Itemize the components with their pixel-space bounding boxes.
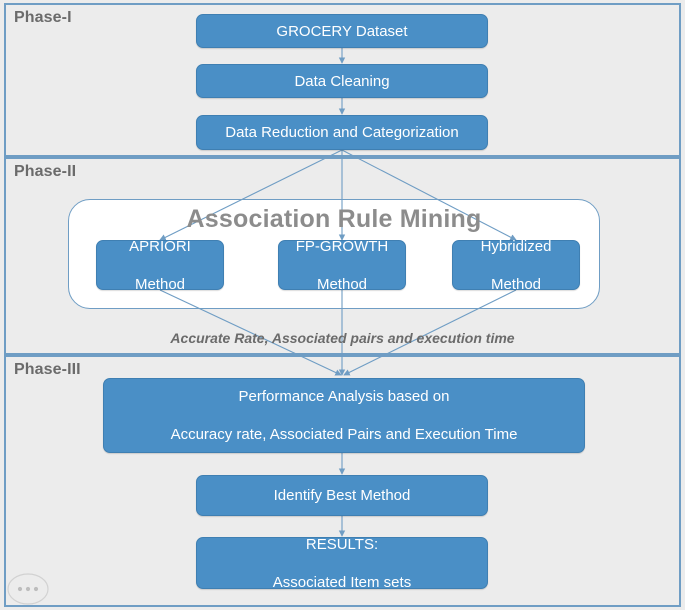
fp-growth-method-node[interactable]: FP-GROWTH Method — [278, 237, 406, 293]
results-label-line2: Associated Item sets — [272, 573, 412, 591]
performance-analysis-node[interactable]: Performance Analysis based on Accuracy r… — [103, 378, 585, 453]
ellipsis-watermark-icon — [7, 573, 49, 605]
grocery-dataset-node[interactable]: GROCERY Dataset — [196, 14, 488, 48]
phase-3-label: Phase-III — [14, 361, 81, 378]
metrics-caption: Accurate Rate, Associated pairs and exec… — [170, 330, 515, 346]
data-reduction-label: Data Reduction and Categorization — [225, 124, 459, 141]
fp-growth-method-label-line1: FP-GROWTH — [295, 237, 389, 255]
data-reduction-node[interactable]: Data Reduction and Categorization — [196, 115, 488, 150]
results-label-line1: RESULTS: — [305, 535, 379, 553]
performance-analysis-label-line1: Performance Analysis based on — [238, 388, 450, 405]
hybridized-method-node[interactable]: Hybridized Method — [452, 237, 580, 293]
performance-analysis-label-line2: Accuracy rate, Associated Pairs and Exec… — [170, 426, 518, 443]
data-cleaning-label: Data Cleaning — [294, 72, 390, 90]
identify-best-method-node[interactable]: Identify Best Method — [196, 475, 488, 516]
data-cleaning-node[interactable]: Data Cleaning — [196, 64, 488, 98]
identify-best-method-label: Identify Best Method — [273, 487, 411, 504]
phase-2-label: Phase-II — [14, 163, 77, 180]
phase-1-label: Phase-I — [14, 9, 72, 26]
apriori-method-node[interactable]: APRIORI Method — [96, 237, 224, 293]
hybridized-method-label-line1: Hybridized — [480, 237, 552, 255]
fp-growth-method-label-line2: Method — [316, 275, 368, 293]
hybridized-method-label-line2: Method — [490, 275, 542, 293]
apriori-method-label-line2: Method — [134, 275, 186, 293]
apriori-method-label-line1: APRIORI — [129, 237, 191, 255]
results-node[interactable]: RESULTS: Associated Item sets — [196, 535, 488, 591]
grocery-dataset-label: GROCERY Dataset — [276, 22, 408, 40]
association-rule-mining-title: Association Rule Mining — [186, 205, 482, 233]
